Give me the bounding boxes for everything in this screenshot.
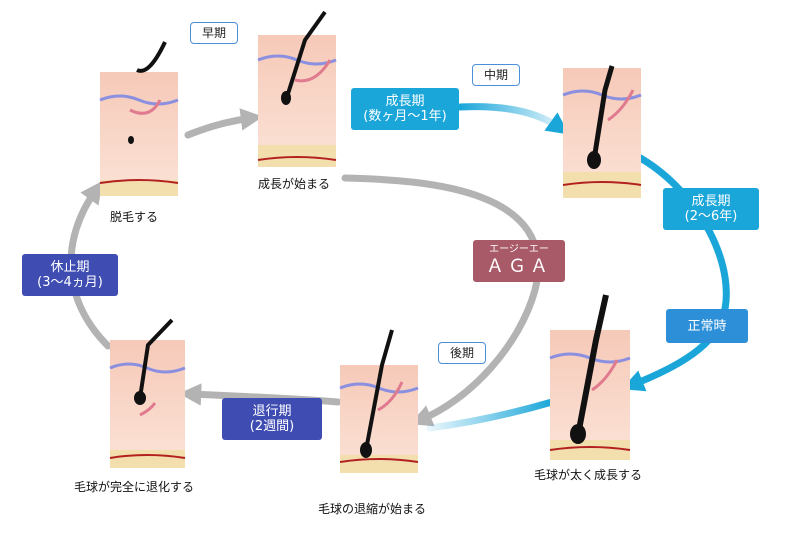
phase-duration: (2〜6年) xyxy=(684,209,738,224)
arrow-shed-to-growth xyxy=(184,108,264,139)
aga-label: ＡＧＡ xyxy=(486,256,552,277)
phase-duration: (3〜4ヵ月) xyxy=(37,275,103,290)
caption-shedding: 脱毛する xyxy=(110,210,159,224)
aga-reading: エージーエー xyxy=(489,244,549,255)
arrow-early-to-middle xyxy=(456,103,570,135)
phase-box-anagen-right: 成長期 (2〜6年) xyxy=(663,188,759,230)
follicle-shed xyxy=(99,41,179,196)
phase-tag-middle: 中期 xyxy=(472,64,520,86)
follicle-middle xyxy=(562,65,642,198)
caption-growth-start: 成長が始まる xyxy=(258,177,331,191)
phase-title: 成長期 xyxy=(385,94,425,109)
phase-box-catagen: 退行期 (2週間) xyxy=(222,398,322,440)
phase-title: 退行期 xyxy=(252,404,292,419)
follicle-growth-start xyxy=(257,10,337,167)
caption-fully-retracted: 毛球が完全に退化する xyxy=(74,480,195,494)
caption-shrink-start: 毛球の退縮が始まる xyxy=(318,502,427,516)
phase-duration: (2週間) xyxy=(249,419,295,434)
normal-label: 正常時 xyxy=(687,318,727,334)
phase-tag-late: 後期 xyxy=(438,342,486,364)
aga-box: エージーエー ＡＧＡ xyxy=(473,240,565,282)
phase-title: 成長期 xyxy=(691,194,731,209)
follicle-retracted xyxy=(109,318,186,468)
phase-box-normal: 正常時 xyxy=(666,309,748,343)
phase-box-telogen: 休止期 (3〜4ヵ月) xyxy=(22,254,118,296)
follicle-shrinking xyxy=(339,329,419,473)
follicle-thick xyxy=(549,294,631,460)
phase-box-anagen-top: 成長期 (数ヶ月〜1年) xyxy=(351,88,459,130)
caption-bulb-grows: 毛球が太く成長する xyxy=(534,468,643,482)
phase-tag-early: 早期 xyxy=(190,22,238,44)
phase-title: 休止期 xyxy=(50,260,90,275)
phase-duration: (数ヶ月〜1年) xyxy=(363,109,447,124)
arrow-thick-to-shrink xyxy=(426,398,556,432)
